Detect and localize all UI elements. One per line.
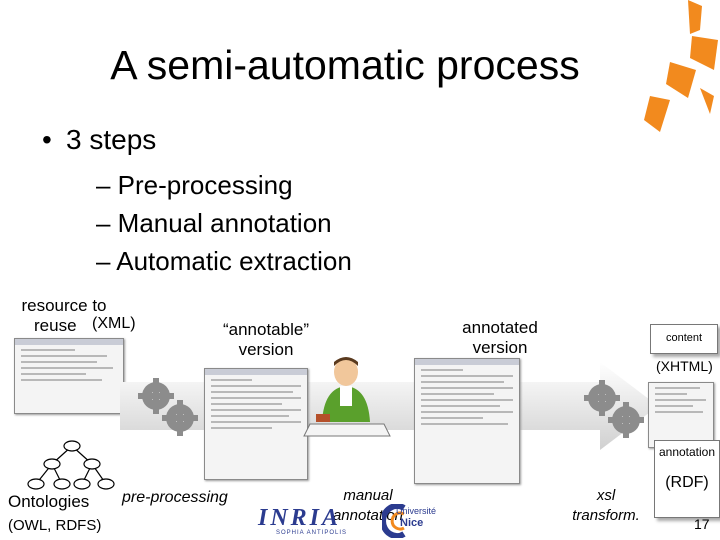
- university-logo: Université Nice: [382, 504, 454, 538]
- annotable-document-thumbnail: [204, 368, 308, 480]
- resource-label-line2: reuse: [34, 316, 77, 335]
- step-item: – Manual annotation: [96, 208, 332, 238]
- person-writing-icon: [303, 357, 391, 437]
- annotated-label-line1: annotated: [462, 318, 538, 337]
- step-item: – Pre-processing: [96, 170, 293, 200]
- university-logo-line2: Nice: [400, 517, 424, 529]
- university-logo-mark: [382, 504, 406, 538]
- content-document-thumbnail: [648, 382, 714, 448]
- xsl-label-line2: transform.: [572, 507, 640, 524]
- inria-logo-text: INRIA: [258, 505, 342, 531]
- resource-format: (XML): [92, 315, 136, 332]
- bullet-item: • 3 steps: [42, 124, 156, 156]
- annotable-label-line2: version: [238, 340, 294, 359]
- step-item: – Automatic extraction: [96, 246, 352, 276]
- annotation-label: annotation: [658, 445, 716, 459]
- resource-document-thumbnail: [14, 338, 124, 414]
- ontologies-format: (OWL, RDFS): [8, 517, 102, 534]
- content-output-note: content: [650, 324, 718, 354]
- resource-label-line1: resource to: [21, 296, 107, 315]
- preprocessing-label: pre-processing: [122, 489, 228, 506]
- annotated-document-thumbnail: [414, 358, 520, 484]
- annotable-label: “annotable” version: [206, 320, 326, 360]
- annotated-label-line2: version: [472, 338, 528, 357]
- gear-icon: [584, 380, 644, 438]
- annotation-format: (RDF): [665, 474, 709, 491]
- ontologies-label: Ontologies: [8, 492, 90, 511]
- resource-label: resource to: [14, 296, 114, 316]
- xsl-transform-label: xsl transform.: [556, 486, 656, 526]
- manual-label-line1: manual: [343, 487, 393, 504]
- annotated-label: annotated version: [440, 318, 560, 358]
- annotable-label-line1: “annotable”: [222, 320, 309, 339]
- inria-logo: INRIA SOPHIA ANTIPOLIS: [258, 506, 376, 538]
- bullet-text: 3 steps: [66, 124, 157, 155]
- ontology-tree-icon: [27, 440, 115, 490]
- xsl-label-line1: xsl: [596, 487, 616, 504]
- gear-icon: [138, 378, 198, 436]
- content-label: content: [665, 332, 703, 344]
- annotation-output-note: annotation (RDF): [654, 440, 720, 518]
- university-logo-line1: Université: [396, 506, 437, 516]
- page-number: 17: [694, 516, 710, 532]
- decorative-orange-shapes: [644, 0, 718, 132]
- slide-title: A semi-automatic process: [110, 42, 580, 88]
- content-format: (XHTML): [656, 358, 713, 374]
- bullet-dot: •: [42, 124, 52, 155]
- inria-logo-subtext: SOPHIA ANTIPOLIS: [276, 530, 348, 536]
